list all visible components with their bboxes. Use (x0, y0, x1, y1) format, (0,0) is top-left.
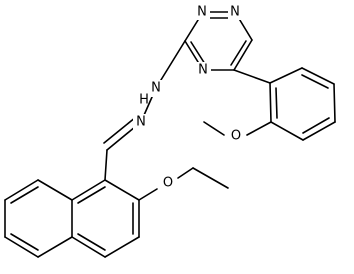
bond-n2-o (138, 188, 158, 201)
naphthalene-ring-system (4, 167, 229, 258)
hydrazone-linker (103, 40, 186, 181)
bond-n8-n7-inner (10, 186, 39, 204)
atom-label-n-imine: N (136, 115, 146, 130)
bond-n4-n4a (71, 236, 106, 258)
bond-ph-1-2 (269, 67, 303, 84)
atom-label-n4: N (198, 63, 208, 78)
atom-label-n2: N (197, 5, 207, 20)
bond-n-ch-double-inner (103, 116, 137, 144)
bond-n6-n5 (4, 236, 39, 258)
bond-n1-n2 (104, 179, 140, 201)
bond-n4-n4a-inner (77, 233, 106, 251)
triazine-ring (184, 11, 253, 71)
atom-label-o-methoxy: O (231, 129, 241, 144)
atom-labels: N N N N H N O O (133, 3, 244, 192)
bond-ph-4-5-inner (302, 117, 330, 134)
bond-n3-n4 (104, 236, 140, 258)
atom-label-nh: N (151, 81, 161, 96)
bond-ph-o (246, 121, 272, 136)
atom-label-o-ethoxy: O (163, 176, 173, 191)
bond-n8a-n1-inner (77, 186, 106, 204)
bond-ch2-ch3 (192, 167, 229, 189)
bond-ph-6-1 (269, 82, 272, 123)
atom-label-n1: N (230, 5, 240, 20)
bond-n4-c3-double-inner (190, 41, 206, 65)
bond-c6-c5-double (233, 39, 253, 71)
bond-o-ch2 (177, 167, 194, 179)
bond-ph-6-1-inner (275, 87, 278, 119)
methoxyphenyl-ring (203, 67, 336, 141)
bond-c5-phenyl (233, 69, 271, 84)
bond-ph-2-3 (301, 67, 335, 85)
bond-ph-5-6 (270, 121, 304, 141)
bond-o-ch3 (203, 121, 225, 136)
bond-n6-n5-inner (10, 233, 39, 251)
bond-n8-n7 (4, 179, 39, 201)
bond-n8a-n8 (37, 179, 73, 201)
bond-n5-n4a (37, 236, 73, 258)
bond-c6-c5-double-inner (230, 40, 247, 66)
bond-ph-3-4 (333, 83, 336, 123)
atom-label-h: H (139, 93, 149, 108)
bond-ph-2-3-inner (301, 74, 329, 89)
bond-ch-naph (104, 149, 108, 181)
bond-n8a-n1 (71, 179, 106, 201)
bond-ph-4-5 (302, 121, 336, 141)
